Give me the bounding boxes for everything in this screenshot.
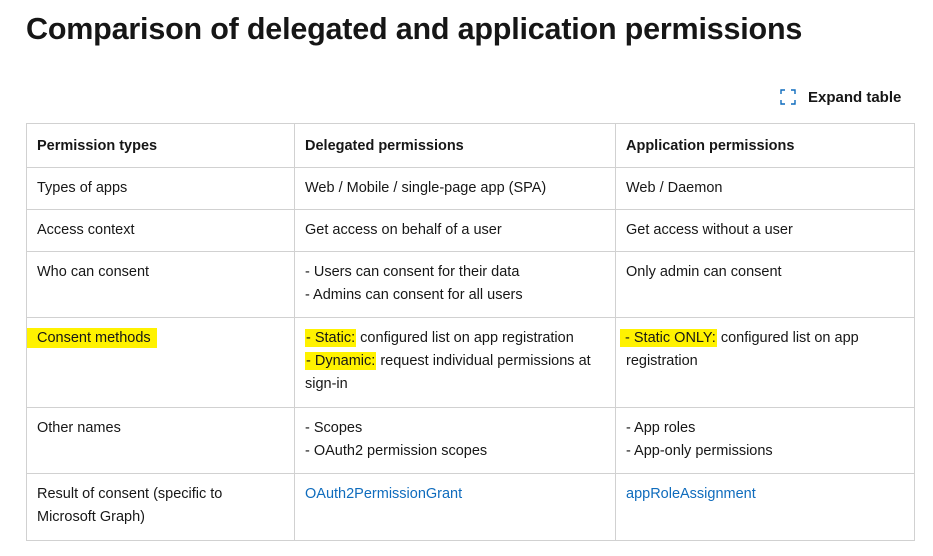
application-cell: appRoleAssignment <box>615 473 915 541</box>
delegated-cell: Web / Mobile / single-page app (SPA) <box>294 167 616 210</box>
application-cell: - Static ONLY: configured list on app re… <box>615 317 915 408</box>
oauth2-permission-grant-link[interactable]: OAuth2PermissionGrant <box>305 486 463 502</box>
delegated-line: - Users can consent for their data <box>305 264 520 280</box>
row-label: Access context <box>26 209 295 252</box>
application-cell: Web / Daemon <box>615 167 915 210</box>
row-label: Consent methods <box>26 317 295 408</box>
table-row: Access context Get access on behalf of a… <box>26 209 915 252</box>
expand-table-label: Expand table <box>808 88 902 106</box>
highlight-static: - Static: <box>305 329 357 347</box>
table-row: Types of apps Web / Mobile / single-page… <box>26 167 915 210</box>
delegated-line: - Scopes <box>305 420 363 436</box>
delegated-cell: Get access on behalf of a user <box>294 209 616 252</box>
application-cell: Only admin can consent <box>615 251 915 318</box>
application-line: - App-only permissions <box>626 443 773 459</box>
delegated-cell: - Users can consent for their data - Adm… <box>294 251 616 318</box>
expand-table-button[interactable]: Expand table <box>780 86 901 108</box>
application-cell: - App roles - App-only permissions <box>615 407 915 474</box>
row-label: Other names <box>26 407 295 474</box>
row-label: Result of consent (specific to Microsoft… <box>26 473 295 541</box>
delegated-cell: OAuth2PermissionGrant <box>294 473 616 541</box>
table-row: Other names - Scopes - OAuth2 permission… <box>26 407 915 474</box>
delegated-line: - Dynamic: request individual permission… <box>305 352 591 392</box>
delegated-line: - Admins can consent for all users <box>305 287 523 303</box>
highlight-dynamic: - Dynamic: <box>305 352 377 370</box>
app-role-assignment-link[interactable]: appRoleAssignment <box>626 486 756 502</box>
table-row: Result of consent (specific to Microsoft… <box>26 473 915 541</box>
table-header-row: Permission types Delegated permissions A… <box>26 123 915 168</box>
application-cell: Get access without a user <box>615 209 915 252</box>
highlighted-label: Consent methods <box>27 328 157 348</box>
highlight-static-only: - Static ONLY: <box>620 329 717 347</box>
row-label: Types of apps <box>26 167 295 210</box>
application-line: - App roles <box>626 420 696 436</box>
delegated-line: - OAuth2 permission scopes <box>305 443 488 459</box>
table-row: Who can consent - Users can consent for … <box>26 251 915 318</box>
header-delegated-permissions: Delegated permissions <box>294 123 616 168</box>
permissions-comparison-table: Permission types Delegated permissions A… <box>26 123 915 541</box>
delegated-cell: - Scopes - OAuth2 permission scopes <box>294 407 616 474</box>
header-permission-types: Permission types <box>26 123 295 168</box>
expand-icon <box>780 89 796 105</box>
delegated-line: - Static: configured list on app registr… <box>305 329 574 347</box>
header-application-permissions: Application permissions <box>615 123 915 168</box>
delegated-cell: - Static: configured list on app registr… <box>294 317 616 408</box>
row-label: Who can consent <box>26 251 295 318</box>
table-row: Consent methods - Static: configured lis… <box>26 317 915 408</box>
page-title: Comparison of delegated and application … <box>26 12 803 46</box>
